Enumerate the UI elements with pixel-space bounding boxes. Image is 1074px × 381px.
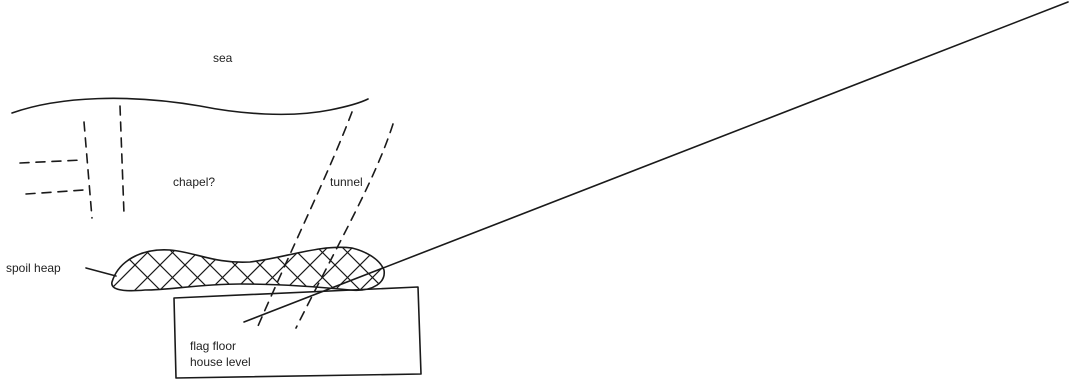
tunnel-line-right: [295, 123, 394, 329]
shoreline-line: [11, 97, 369, 116]
house-level-box: [173, 286, 422, 379]
wall-dash-upper: [19, 159, 83, 164]
flag-floor-label: flag floor: [190, 339, 236, 353]
tunnel-line-left: [257, 111, 353, 327]
chapel-wall-right: [119, 105, 125, 215]
tunnel-label: tunnel: [330, 175, 363, 189]
house-level-label: house level: [190, 355, 251, 369]
wall-dash-lower: [25, 189, 85, 195]
spoil-heap-hatching: [111, 247, 385, 291]
spoil-heap-outline: [111, 246, 385, 292]
long-diagonal-line: [243, 1, 1069, 323]
chapel-label: chapel?: [173, 175, 215, 189]
spoil-heap-label: spoil heap: [6, 261, 61, 275]
chapel-wall-left: [83, 121, 93, 219]
sea-label: sea: [213, 51, 233, 65]
spoil-heap-leader: [85, 267, 117, 277]
